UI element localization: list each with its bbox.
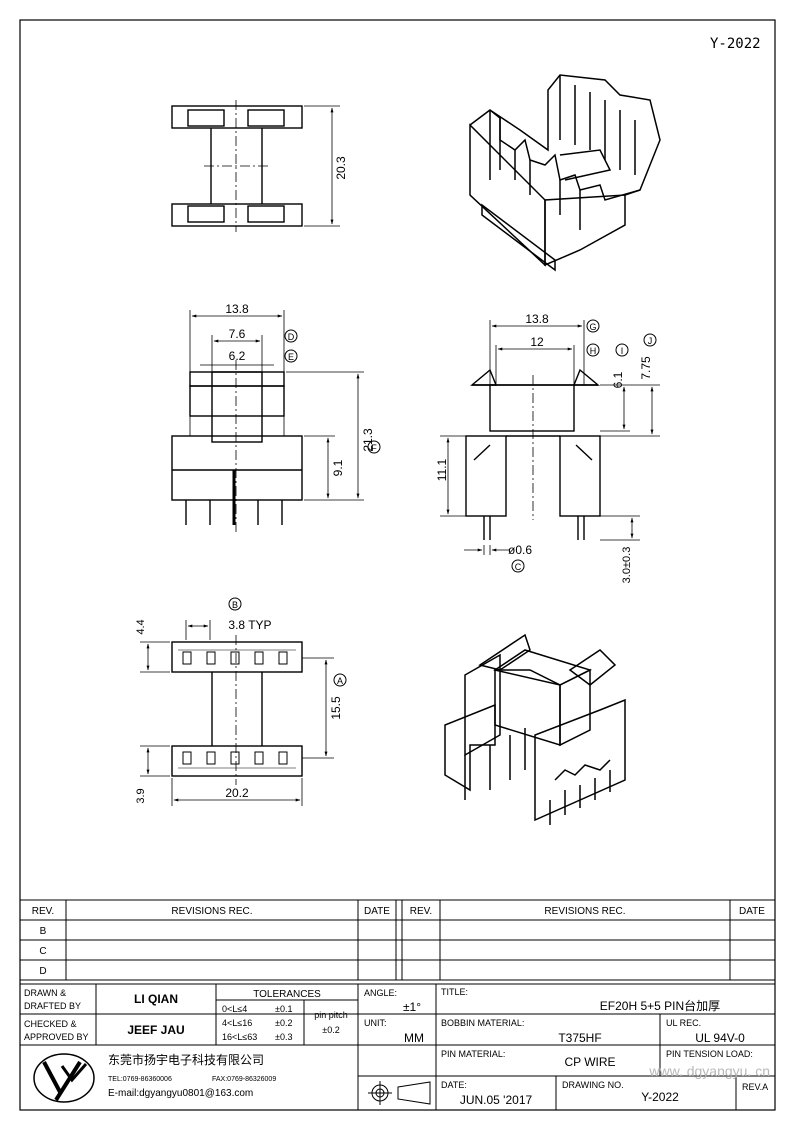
- unit-value: MM: [404, 1031, 424, 1045]
- rev-row-c: C: [39, 946, 46, 957]
- svg-text:F: F: [371, 443, 377, 453]
- svg-text:J: J: [648, 336, 653, 346]
- rev-left-header-rev: REV.: [32, 906, 54, 917]
- callout-i: I: [615, 343, 629, 357]
- tolerances-label: TOLERANCES: [253, 989, 321, 1000]
- pin-material-label: PIN MATERIAL:: [441, 1049, 505, 1059]
- dim-side-base-height: 11.1: [435, 458, 449, 481]
- callout-f: F: [367, 440, 381, 454]
- dim-pin-pitch: 3.8 TYP: [228, 618, 271, 632]
- dim-front-height: 21.3: [361, 428, 375, 452]
- svg-text:C: C: [515, 562, 522, 572]
- date-label: DATE:: [441, 1080, 467, 1090]
- drawn-label-2: DRAFTED BY: [24, 1001, 81, 1011]
- tol-2-range: 4<L≤16: [222, 1018, 252, 1028]
- svg-text:G: G: [589, 322, 596, 332]
- svg-text:A: A: [337, 676, 343, 686]
- tol-1-range: 0<L≤4: [222, 1004, 247, 1014]
- company-name: 东莞市扬宇电子科技有限公司: [108, 1052, 264, 1067]
- ul-label: UL REC.: [666, 1018, 701, 1028]
- svg-text:E: E: [288, 352, 294, 362]
- watermark: www. dgyangyu. cn: [648, 1063, 770, 1079]
- company-tel: TEL:0769-86360006: [108, 1076, 172, 1083]
- title-value: EF20H 5+5 PIN台加厚: [600, 998, 720, 1013]
- angle-label: ANGLE:: [364, 988, 397, 998]
- company-fax: FAX:0769-86326009: [212, 1076, 276, 1083]
- dim-bottom-row-depth: 4.4: [135, 619, 147, 634]
- ul-value: UL 94V-0: [695, 1031, 745, 1045]
- dim-front-base-height: 9.1: [331, 459, 345, 476]
- dim-bottom-row-depth2: 3.9: [135, 788, 147, 803]
- tol-3-value: ±0.3: [275, 1032, 292, 1042]
- bobbin-label: BOBBIN MATERIAL:: [441, 1018, 524, 1028]
- rev-left-header-date: DATE: [364, 906, 390, 917]
- tol-2-value: ±0.2: [275, 1018, 292, 1028]
- drawing-no-label: DRAWING NO.: [562, 1080, 624, 1090]
- callout-b: B: [228, 597, 242, 611]
- top-view: [171, 100, 340, 232]
- callout-e: E: [284, 349, 298, 363]
- checked-label-2: APPROVED BY: [24, 1032, 89, 1042]
- pin-pitch-label: pin pitch: [314, 1010, 348, 1020]
- callout-a: A: [333, 673, 347, 687]
- rev-right-header-rev: REV.: [410, 906, 432, 917]
- dim-side-inner-width: 12: [530, 335, 544, 349]
- svg-text:D: D: [288, 332, 295, 342]
- drawn-label-1: DRAWN &: [24, 988, 66, 998]
- rev-row-d: D: [39, 966, 46, 977]
- drawn-value: LI QIAN: [134, 992, 178, 1006]
- pin-material-value: CP WIRE: [564, 1055, 615, 1069]
- dim-bottom-width: 20.2: [225, 786, 249, 800]
- corner-drawing-number: Y-2022: [710, 36, 761, 52]
- tol-3-range: 16<L≤63: [222, 1032, 257, 1042]
- dim-top-height: 20.3: [334, 156, 348, 180]
- sheet-border: [19, 19, 776, 1111]
- rev-right-header-date: DATE: [739, 906, 765, 917]
- tol-1-value: ±0.1: [275, 1004, 292, 1014]
- callout-c: C: [511, 559, 525, 573]
- bobbin-value: T375HF: [558, 1031, 601, 1045]
- company-email: E-mail:dgyangyu0801@163.com: [108, 1088, 253, 1099]
- rev-row-b: B: [40, 926, 47, 937]
- dim-front-inner-width: 7.6: [229, 327, 246, 341]
- dim-side-upper-height: 6.1: [611, 371, 625, 388]
- angle-value: ±1°: [403, 1000, 421, 1014]
- rev-left-header-rec: REVISIONS REC.: [171, 906, 252, 917]
- side-view: [440, 320, 660, 555]
- callout-h: H: [586, 343, 600, 357]
- dim-pin-diameter: ø0.6: [508, 543, 532, 557]
- dim-pin-length: 3.0±0.3: [621, 547, 633, 584]
- callout-j: J: [643, 333, 657, 347]
- dim-front-core-width: 6.2: [229, 349, 246, 363]
- date-value: JUN.05 '2017: [460, 1093, 533, 1107]
- drawing-no-value: Y-2022: [641, 1090, 679, 1104]
- revision-table: [19, 899, 776, 981]
- checked-label-1: CHECKED &: [24, 1019, 77, 1029]
- dim-side-total-height: 7.75: [639, 356, 653, 380]
- company-logo: [33, 1053, 95, 1103]
- title-label: TITLE:: [441, 987, 468, 997]
- iso-view-bottom: [444, 633, 626, 825]
- checked-value: JEEF JAU: [127, 1023, 184, 1037]
- dim-bottom-pin-span: 15.5: [329, 696, 343, 720]
- svg-text:I: I: [621, 346, 624, 356]
- front-view: [171, 310, 364, 535]
- projection-symbol: [368, 1081, 431, 1105]
- title-block: [19, 983, 776, 1111]
- dim-side-width: 13.8: [525, 312, 549, 326]
- iso-view-top: [469, 74, 661, 272]
- rev-label: REV.A: [742, 1082, 768, 1092]
- pin-tension-label: PIN TENSION LOAD:: [666, 1049, 753, 1059]
- pin-pitch-value: ±0.2: [322, 1025, 339, 1035]
- svg-text:B: B: [232, 600, 238, 610]
- unit-label: UNIT:: [364, 1018, 387, 1028]
- dim-front-width: 13.8: [225, 302, 249, 316]
- svg-text:H: H: [590, 346, 597, 356]
- callout-d: D: [284, 329, 298, 343]
- callout-g: G: [586, 319, 600, 333]
- rev-right-header-rec: REVISIONS REC.: [544, 906, 625, 917]
- bottom-view: [140, 620, 334, 806]
